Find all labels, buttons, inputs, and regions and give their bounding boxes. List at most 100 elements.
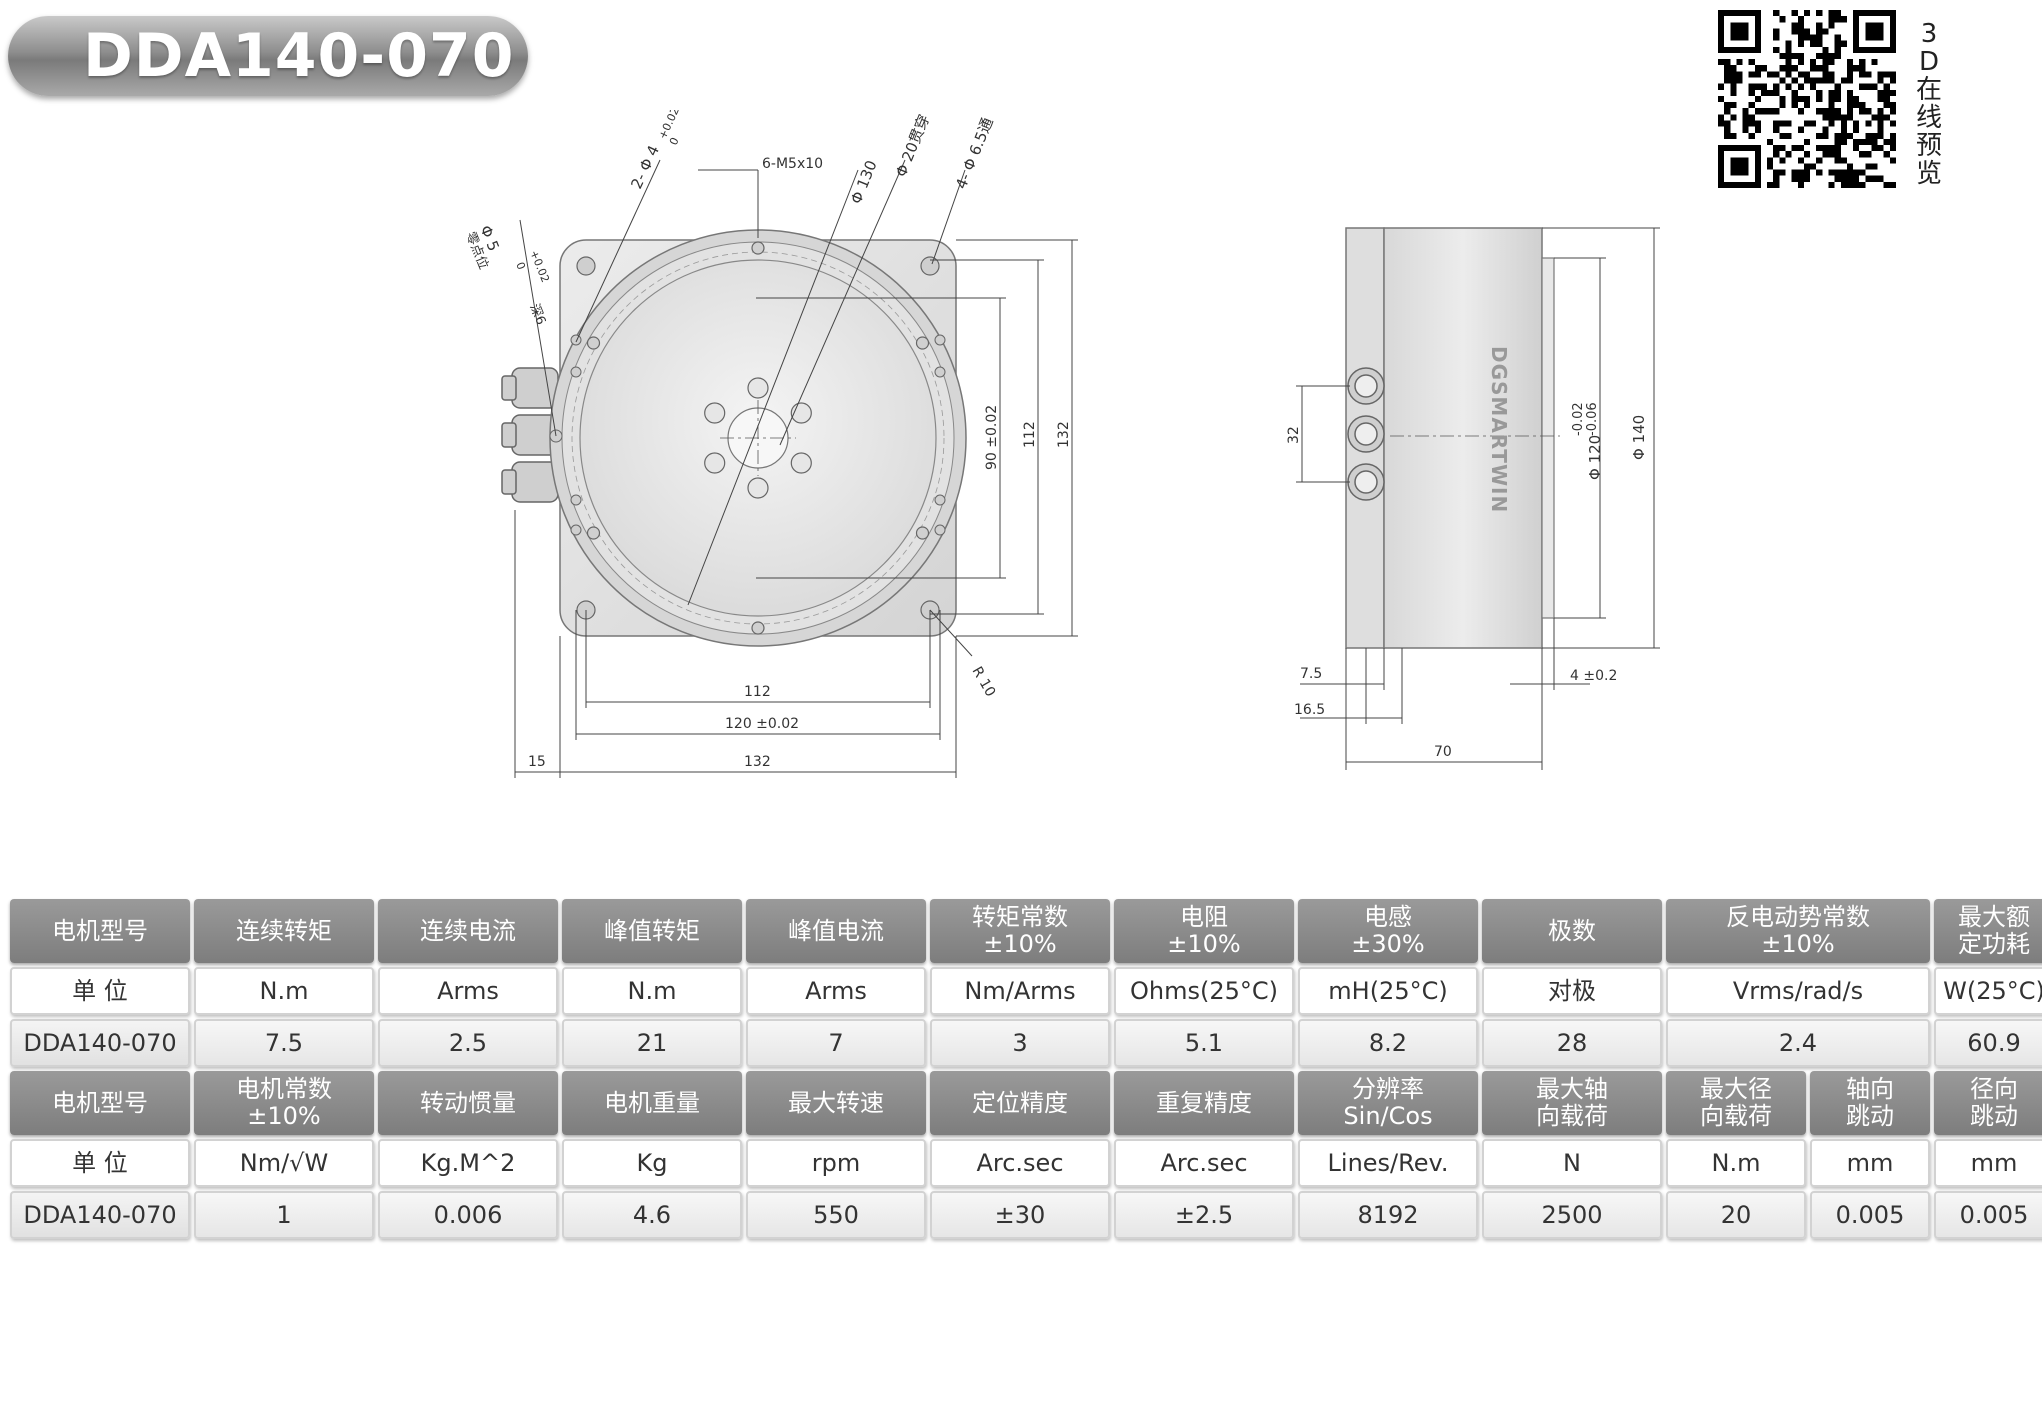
side-main-body [1383,227,1543,649]
plate-side-holes [549,334,946,536]
spec-header-line: 向载荷 [1536,1102,1608,1130]
spec-header-cell: 连续电流 [378,899,558,963]
spec-value-cell: 7.5 [194,1019,374,1067]
dim-side-v32: 32 [1286,426,1302,444]
dim-v112: 112 [1022,421,1038,448]
spec-value-cell: 8.2 [1298,1019,1478,1067]
spec-header-cell: 峰值转矩 [562,899,742,963]
spec-value-cell: 2.4 [1666,1019,1930,1067]
dim-h112: 112 [744,684,771,700]
dim-v90: 90 ±0.02 [984,405,1000,470]
spec-header-cell: 电机常数±10% [194,1071,374,1135]
spec-header-line: Sin/Cos [1343,1102,1433,1130]
dim-d130: Φ 130 [847,158,881,207]
spec-row-label: 单 位 [10,967,190,1015]
spec-value-cell: mm [1810,1139,1930,1187]
spec-header-cell: 连续转矩 [194,899,374,963]
spec-header-line: 分辨率 [1352,1075,1424,1103]
spec-header-line: 跳动 [1970,1102,2018,1130]
spec-header-cell: 极数 [1482,899,1662,963]
spec-value-cell: Kg.M^2 [378,1139,558,1187]
spec-value-cell: ±30 [930,1191,1110,1239]
spec-header-line: ±10% [247,1102,321,1130]
spec-header-cell: 电感±30% [1298,899,1478,963]
model-title-banner: DDA140-070 [8,16,528,96]
spec-header-line: 跳动 [1846,1102,1894,1130]
spec-value-cell: Lines/Rev. [1298,1139,1478,1187]
spec-header-line: 电机型号 [52,1088,148,1117]
spec-header-line: 最大转速 [788,1088,884,1117]
spec-value-cell: N.m [194,967,374,1015]
spec-header-line: 最大额 [1958,903,2030,931]
spec-value-cell: 3 [930,1019,1110,1067]
spec-value-cell: 5.1 [1114,1019,1294,1067]
spec-header-cell: 径向跳动 [1934,1071,2042,1135]
side-view-drawing: DGSMARTWIN 32 Φ 120 -0.02 -0.06 Φ 140 7.… [1286,227,1660,770]
spec-header-cell: 轴向跳动 [1810,1071,1930,1135]
dim-side-d120-tol-bot: -0.06 [1585,402,1600,436]
spec-header-cell: 电机重量 [562,1071,742,1135]
dim-d5-tol-top: +0.02 [527,248,552,284]
spec-value-cell: 0.005 [1810,1191,1930,1239]
spec-value-cell: 550 [746,1191,926,1239]
spec-value-cell: 28 [1482,1019,1662,1067]
dim-side-h75: 7.5 [1300,666,1322,682]
spec-value-cell: 0.006 [378,1191,558,1239]
spec-value-cell: 21 [562,1019,742,1067]
spec-header-line: 连续电流 [420,916,516,945]
spec-value-cell: N [1482,1139,1662,1187]
spec-header-cell: 重复精度 [1114,1071,1294,1135]
dim-d5-tol-bot: 0 [513,260,528,271]
spec-header-line: 电机常数 [236,1075,332,1103]
spec-header-cell: 转矩常数±10% [930,899,1110,963]
spec-row-label: 单 位 [10,1139,190,1187]
qr-code-icon[interactable] [1718,10,1896,188]
spec-header-line: ±10% [983,930,1057,958]
spec-header-line: 径向 [1970,1075,2018,1103]
spec-header-line: 连续转矩 [236,916,332,945]
spec-header-line: 电机型号 [52,916,148,945]
spec-value-cell: 对极 [1482,967,1662,1015]
spec-header-line: 电机重量 [604,1088,700,1117]
spec-value-cell: Arc.sec [930,1139,1110,1187]
spec-value-cell: Arms [378,967,558,1015]
dim-side-d140: Φ 140 [1630,415,1648,460]
spec-value-cell: 4.6 [562,1191,742,1239]
dim-h120: 120 ±0.02 [725,716,799,732]
spec-header-line: ±10% [1167,930,1241,958]
spec-header-line: 最大轴 [1536,1075,1608,1103]
spec-value-cell: 20 [1666,1191,1806,1239]
side-brand-mark: DGSMARTWIN [1487,346,1511,513]
spec-value-cell: Nm/√W [194,1139,374,1187]
spec-value-cell: W(25°C) [1934,967,2042,1015]
spec-header-line: 反电动势常数 [1726,903,1870,931]
spec-value-cell: ±2.5 [1114,1191,1294,1239]
spec-header-row: 电机型号连续转矩连续电流峰值转矩峰值电流转矩常数±10%电阻±10%电感±30%… [10,899,2042,963]
dim-4-d65: 4- Φ 6.5通 [952,115,997,191]
spec-value-cell: 1 [194,1191,374,1239]
spec-value-cell: Kg [562,1139,742,1187]
dim-side-d120: Φ 120 [1586,435,1604,480]
m5-threaded-holes [586,241,930,635]
spec-value-cell: 0.005 [1934,1191,2042,1239]
spec-header-line: 轴向 [1846,1075,1894,1103]
dim-side-d120-tol-top: -0.02 [1571,402,1586,436]
spec-value-cell: Arc.sec [1114,1139,1294,1187]
spec-header-line: 最大径 [1700,1075,1772,1103]
spec-header-line: ±30% [1351,930,1425,958]
spec-header-line: 峰值转矩 [604,916,700,945]
side-connectors [1347,367,1385,501]
spec-header-line: 定功耗 [1958,930,2030,958]
dim-d20: Φ 20贯穿 [892,112,933,180]
spec-value-cell: Arms [746,967,926,1015]
spec-value-cell: 8192 [1298,1191,1478,1239]
dim-h132: 132 [744,754,771,770]
spec-value-cell: 7 [746,1019,926,1067]
spec-header-cell: 峰值电流 [746,899,926,963]
dim-depth6: 深6 [526,302,548,327]
